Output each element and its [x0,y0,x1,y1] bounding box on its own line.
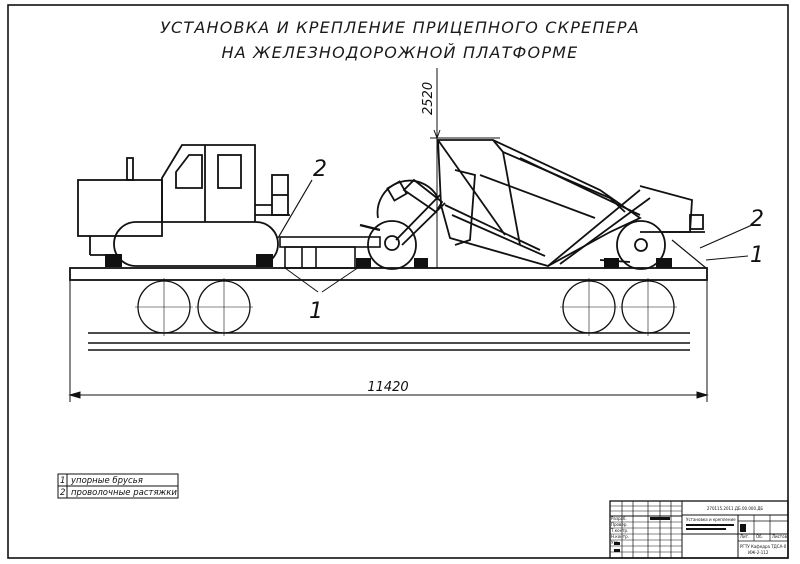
length-dimension [68,280,709,402]
tail-block [689,214,704,230]
callout-2-right: 2 [750,207,764,232]
exhaust-pipe [126,157,134,181]
legend-num-2: 2 [60,488,65,498]
cab-window-right [217,154,242,189]
cab-window-left [175,154,203,189]
legend-text-1: упорные брусья [70,476,143,486]
stop-bar [656,258,672,268]
tractor-cab [161,144,256,222]
crawler-tractor [77,144,290,267]
front-hub [384,235,400,251]
tractor-hood [77,179,163,237]
push-arm [454,169,476,246]
stop-bar [256,254,273,267]
height-dimension [430,68,500,269]
legend-num-1: 1 [60,476,65,486]
sheet-frame [7,4,789,559]
drawing-title-line-1: УСТАНОВКА И КРЕПЛЕНИЕ ПРИЦЕПНОГО СКРЕПЕР… [160,18,640,37]
callout-2-left: 2 [313,157,327,182]
stop-bar [105,254,122,267]
tail-frame [639,185,693,233]
drawing-title-line-2: НА ЖЕЛЕЗНОДОРОЖНОЙ ПЛАТФОРМЕ [222,43,579,62]
callout-1-left: 1 [309,299,323,324]
rear-hub [634,238,648,252]
scraper-rear-wheel [616,220,666,270]
title-block-role-2: Провер. [611,522,628,527]
platform-deck [69,267,708,281]
legend-table: 1 упорные брусья 2 проволочные растяжки [57,473,179,499]
stop-bar-leaders [284,255,749,293]
title-block-sheet-name: Установка и крепление [686,517,736,522]
scraper-front-wheel [367,220,417,270]
title-block-code: 270115.2011.ДБ.00.000.ДБ [707,506,764,511]
crawler-track [113,221,279,267]
title-block-col-sheets: Листов [772,534,788,539]
title-block-fills [614,517,746,552]
yoke-block [386,180,408,202]
front-yoke [402,178,444,214]
trailed-scraper [359,139,705,270]
rail-wheel [619,278,677,336]
title-block-org-2: ИЖ-2-112 [748,550,769,555]
rail-wheels [135,278,677,336]
title-block-role-3: Т.контр. [610,528,628,533]
title-block-col-lit: Лит. [740,534,749,539]
title-block-org-1: РГТУ Кафедра ТДСА-0 [740,544,787,549]
title-block-role-5: Утв. [611,540,619,545]
stop-bar [356,258,371,268]
title-block-col-ob: Об. [756,534,763,539]
rail-wheel [195,278,253,336]
legend-text-2: проволочные растяжки [71,488,177,498]
length-dimension-value: 11420 [367,380,408,395]
title-block [609,500,789,559]
stop-bars [105,254,672,268]
height-dimension-value: 2520 [421,82,436,115]
stop-bar [414,258,428,268]
stop-bar [604,258,619,268]
rail-track [88,332,690,351]
title-block-role-1: Разраб. [611,516,627,521]
callout-1-right: 1 [750,243,764,268]
title-block-role-4: Н.контр. [611,534,629,539]
tow-drawbar [279,236,381,269]
rail-wheel [560,278,618,336]
wire-ties [277,179,753,269]
bowl-outline [437,139,642,267]
rail-wheel [135,278,193,336]
